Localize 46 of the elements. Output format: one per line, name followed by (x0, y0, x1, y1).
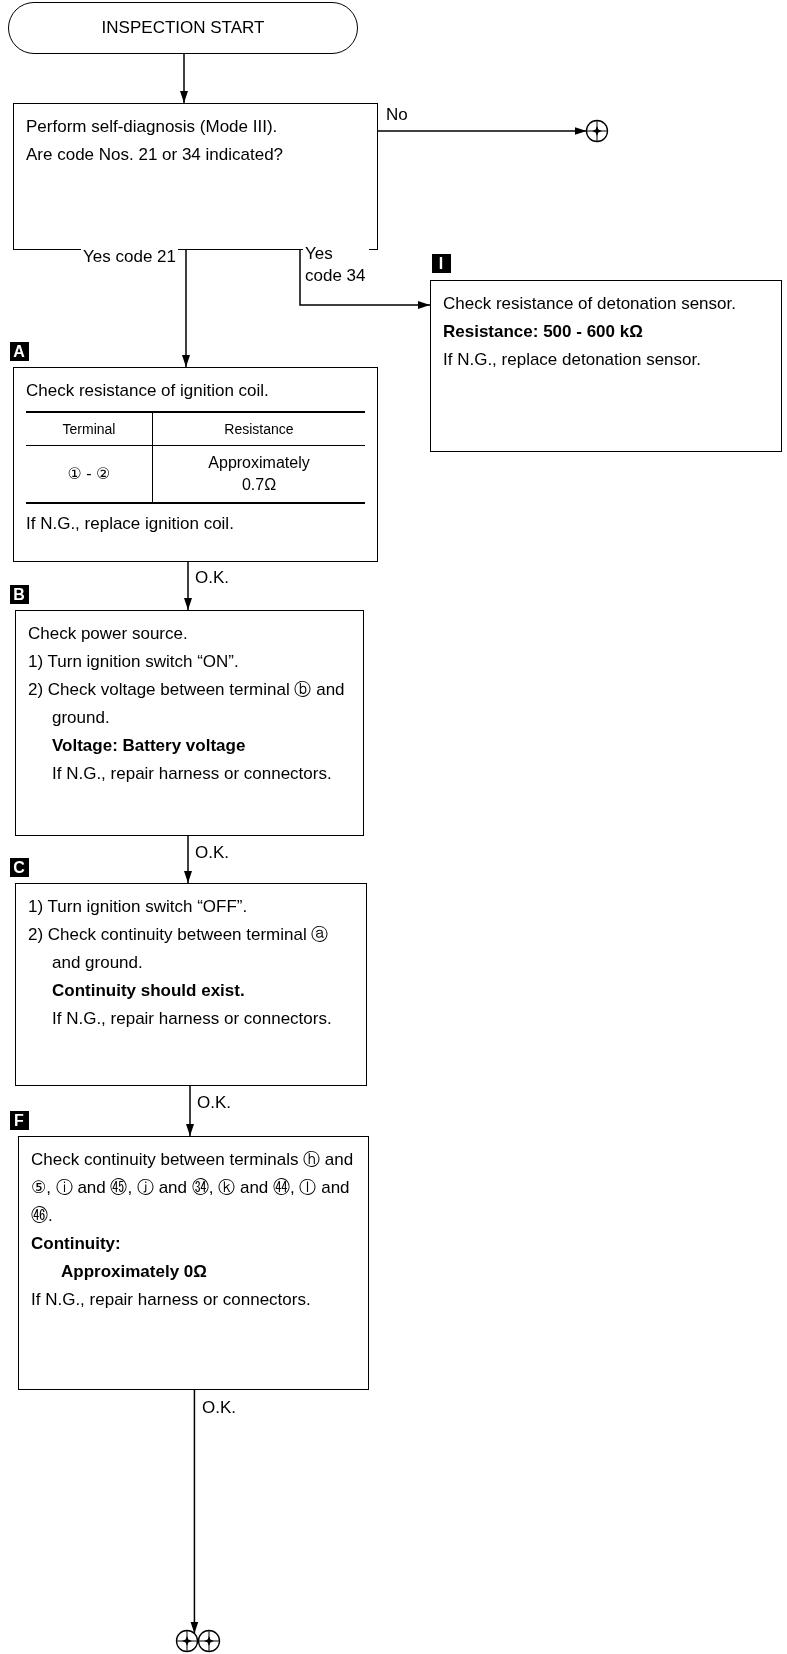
step-text: 2) Check voltage between terminal ⓑ and ground. (28, 679, 346, 729)
step-badge: B (9, 584, 29, 604)
arrow (186, 1085, 194, 1137)
process-box (430, 280, 782, 452)
step-text: If N.G., replace ignition coil. (26, 513, 235, 535)
connector-symbol (175, 1629, 199, 1653)
process-box (13, 367, 378, 562)
connector-symbol (585, 119, 609, 143)
step-text: Voltage: Battery voltage (51, 735, 247, 757)
process-box (15, 610, 364, 836)
arrow (377, 127, 588, 135)
table-cell: Approximately 0.7Ω (152, 445, 365, 503)
step-badge: C (9, 857, 29, 877)
step-text: 1) Turn ignition switch “OFF”. (28, 896, 249, 918)
step-text: Check resistance of detonation sensor. (443, 293, 737, 315)
arrow (299, 249, 431, 309)
step-text: If N.G., repair harness or connectors. (31, 1289, 312, 1311)
step-text: Resistance: 500 - 600 kΩ (443, 321, 644, 343)
arrow (180, 53, 188, 104)
step-badge: F (9, 1110, 29, 1130)
step-text: 2) Check continuity between terminal ⓐ and ground. (28, 924, 330, 974)
table-cell: Terminal (26, 412, 153, 446)
step-text: Check power source. (28, 623, 189, 645)
arrow (182, 249, 190, 368)
table-cell: ① - ② (26, 445, 153, 503)
step-text: Continuity should exist. (51, 980, 246, 1002)
step-text: Perform self-diagnosis (Mode III). (26, 116, 279, 138)
step-text: Check continuity between terminals ⓗ and ⑤, ⓘ and ㊺, ⓙ and ㉞, ⓚ and ㊹, ⓛ and ㊻. (31, 1149, 355, 1227)
step-text: If N.G., repair harness or connectors. (51, 763, 333, 785)
arrow (190, 1389, 199, 1635)
process-box (18, 1136, 369, 1390)
step-text: Check resistance of ignition coil. (26, 380, 270, 402)
connector-symbol (197, 1629, 221, 1653)
step-text: If N.G., replace detonation sensor. (443, 349, 702, 371)
step-text: Continuity: (31, 1233, 122, 1255)
step-badge: A (9, 341, 29, 361)
step-text: 1) Turn ignition switch “ON”. (28, 651, 240, 673)
process-box (15, 883, 367, 1086)
step-text: Approximately 0Ω (60, 1261, 208, 1283)
step-text: If N.G., repair harness or connectors. (51, 1008, 333, 1030)
arrow (184, 835, 192, 884)
arrow (184, 561, 192, 611)
step-text: Are code Nos. 21 or 34 indicated? (26, 144, 285, 166)
terminal-label: INSPECTION START (100, 17, 266, 39)
table-cell: Resistance (152, 412, 365, 446)
step-badge: I (431, 253, 451, 273)
